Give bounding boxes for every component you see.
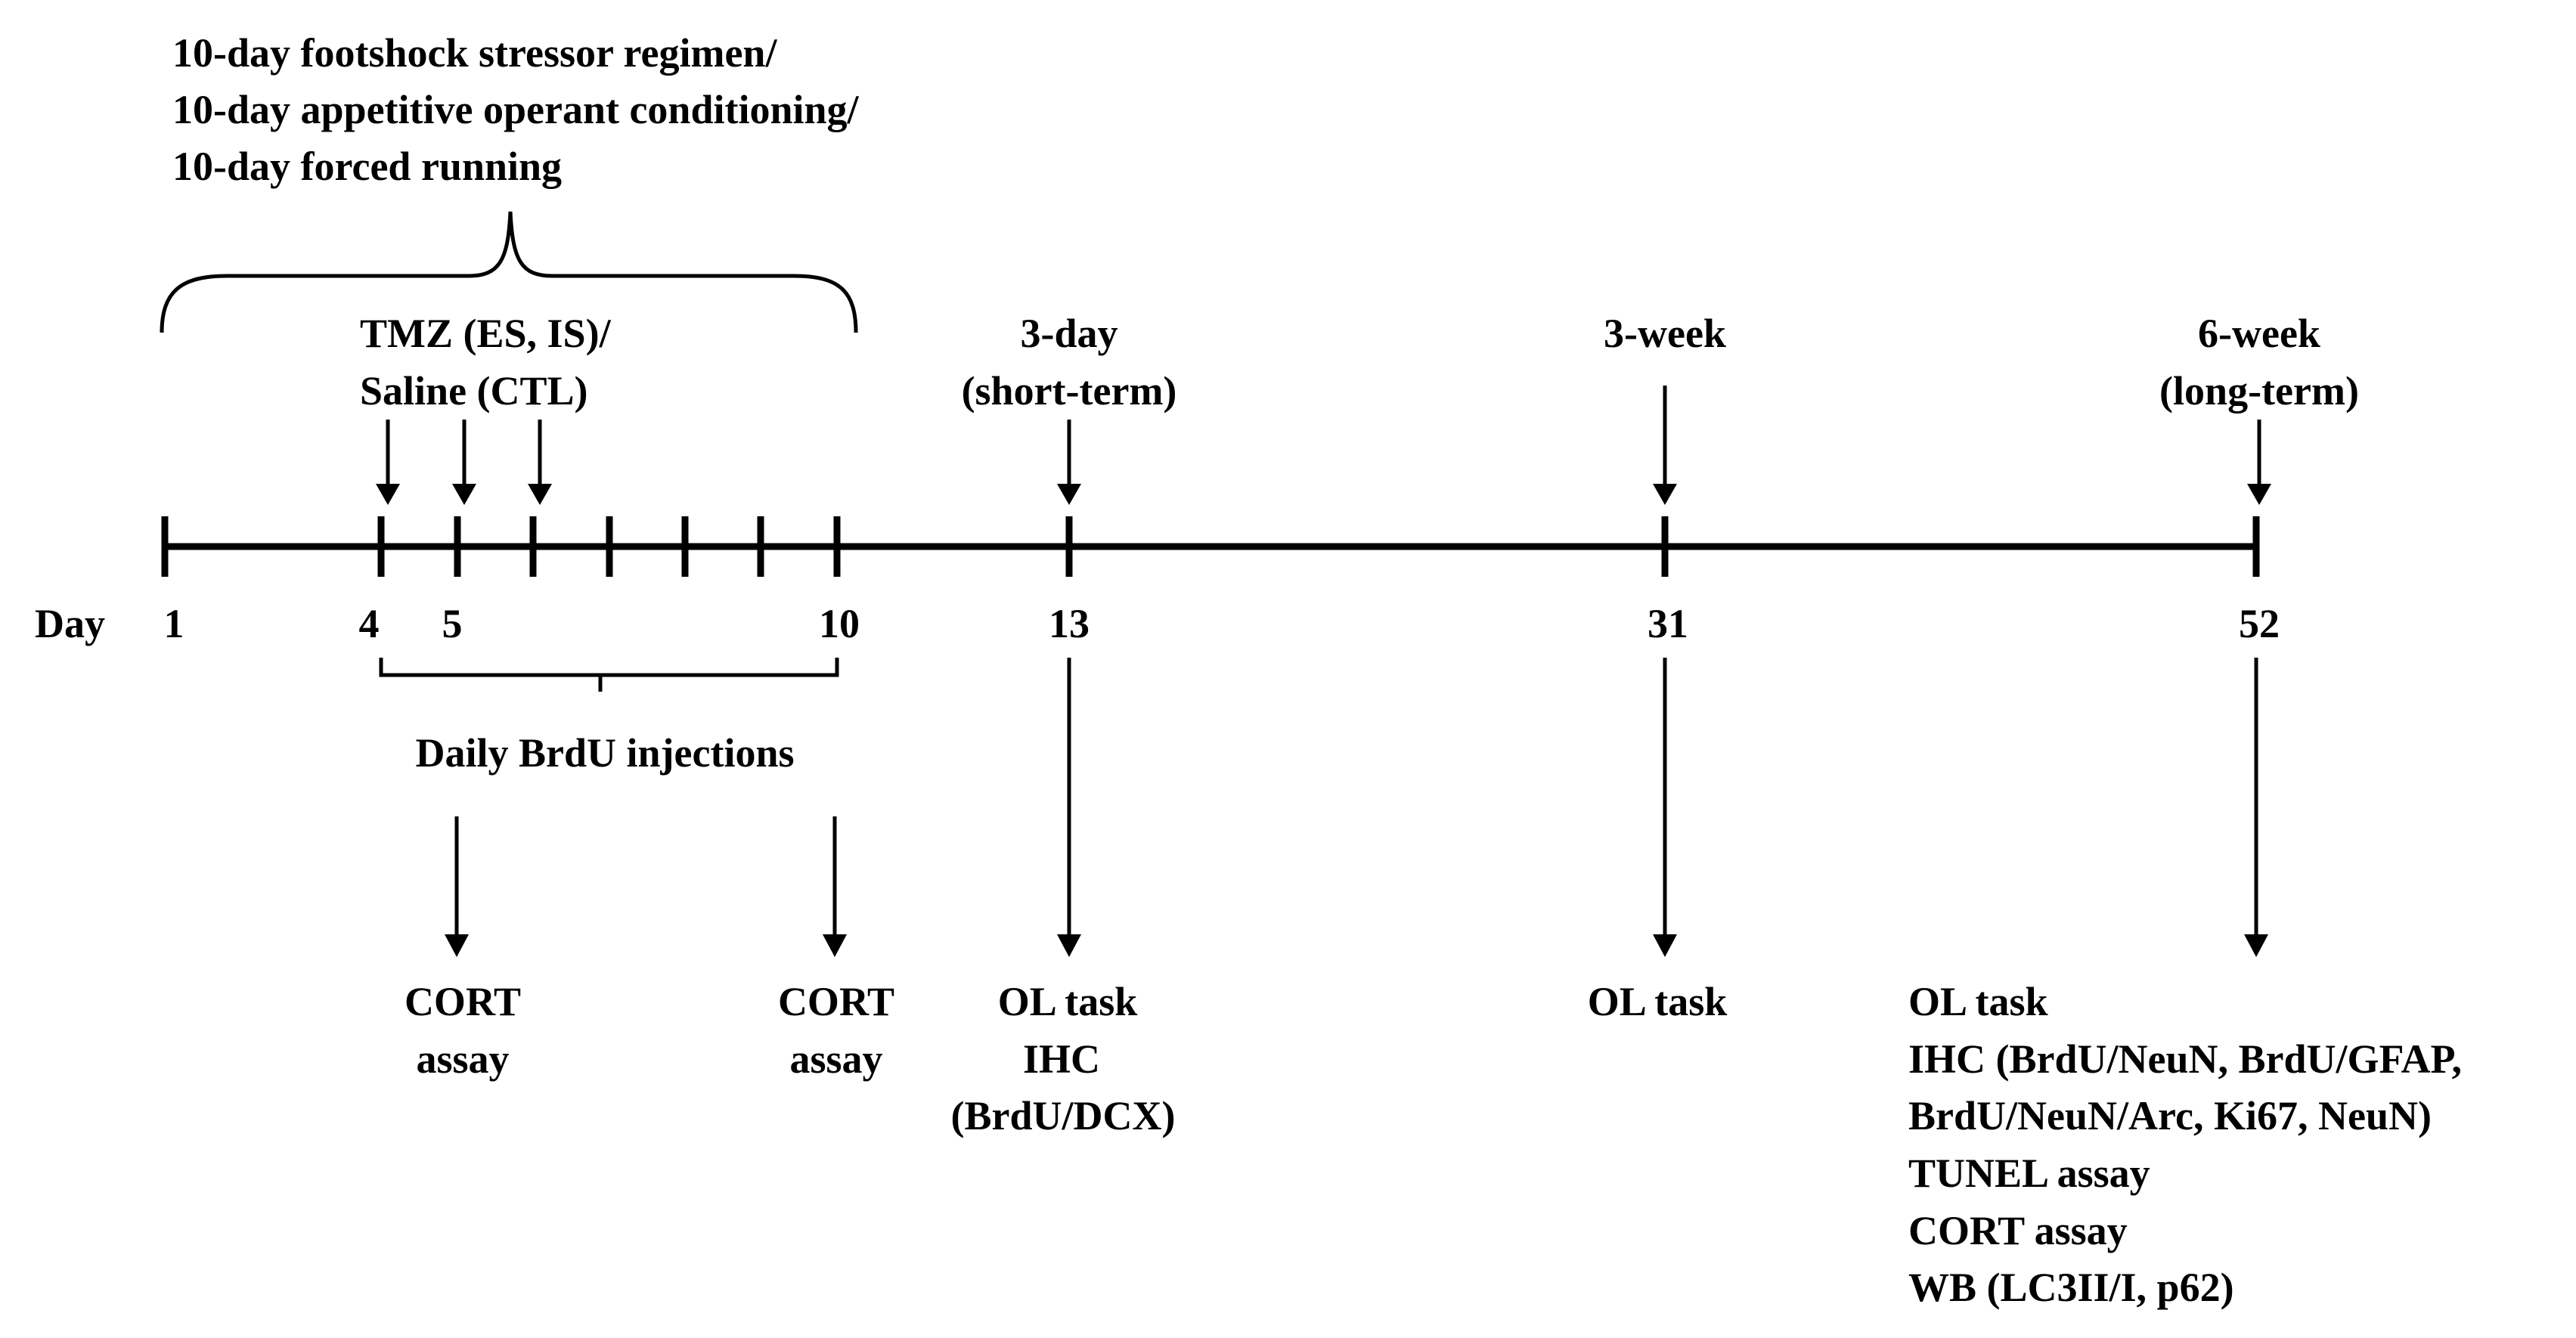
day-label-4: 4: [359, 601, 380, 646]
outcome-arrows: [445, 658, 2268, 957]
timepoint-long-arrowhead: [2247, 484, 2271, 505]
regimen-label-line-2: 10-day appetitive operant conditioning/: [172, 87, 860, 132]
outcome-day-52-line-3: BrdU/NeuN/Arc, Ki67, NeuN): [1908, 1093, 2432, 1138]
axis-label-day: Day: [35, 601, 105, 646]
timepoint-short-term: 3-day (short-term): [962, 311, 1177, 505]
timepoint-long-line-2: (long-term): [2159, 368, 2359, 413]
injection-arrowhead-day-5: [452, 484, 476, 505]
outcome-day-52-line-1: OL task: [1908, 979, 2048, 1024]
brdu-bracket: [379, 658, 839, 692]
timepoint-3-week: 3-week: [1604, 311, 1726, 505]
outcome-day-52: OL task IHC (BrdU/NeuN, BrdU/GFAP, BrdU/…: [1908, 979, 2462, 1310]
injection-arrowhead-day-6: [528, 484, 552, 505]
outcome-day-13-line-1: OL task: [998, 979, 1138, 1024]
outcome-day-31-line-1: OL task: [1588, 979, 1728, 1024]
day-labels: Day 1 4 5 10 13 31 52: [35, 601, 2280, 646]
timepoint-3week-line-1: 3-week: [1604, 311, 1726, 356]
outcome-arrowhead-cort-2: [823, 934, 847, 957]
timepoint-short-line-1: 3-day: [1020, 311, 1118, 356]
regimen-label: 10-day footshock stressor regimen/ 10-da…: [172, 30, 860, 189]
timeline-axis: [161, 516, 2260, 577]
outcome-cort-1-line-1: CORT: [405, 979, 521, 1024]
outcome-cort-2-line-2: assay: [789, 1036, 882, 1082]
outcome-day-52-line-4: TUNEL assay: [1908, 1151, 2150, 1196]
outcome-day-52-line-5: CORT assay: [1908, 1208, 2128, 1253]
timepoint-3week-arrowhead: [1653, 484, 1677, 505]
timepoint-long-line-1: 6-week: [2198, 311, 2320, 356]
tmz-label-line-2: Saline (CTL): [360, 368, 588, 413]
outcome-day-52-line-6: WB (LC3II/I, p62): [1908, 1265, 2234, 1310]
outcome-day-13: OL task IHC (BrdU/DCX): [951, 979, 1176, 1138]
day-label-10: 10: [819, 601, 860, 646]
outcome-day-52-line-2: IHC (BrdU/NeuN, BrdU/GFAP,: [1908, 1036, 2462, 1082]
regimen-label-line-1: 10-day footshock stressor regimen/: [172, 30, 777, 76]
tmz-label-line-1: TMZ (ES, IS)/: [360, 311, 612, 356]
outcome-arrowhead-cort-1: [445, 934, 469, 957]
outcome-arrowhead-day-52: [2244, 934, 2268, 957]
injection-arrows: [376, 420, 552, 505]
outcome-arrowhead-day-13: [1057, 934, 1081, 957]
regimen-label-line-3: 10-day forced running: [172, 144, 562, 189]
outcome-cort-1: CORT assay: [405, 979, 521, 1082]
regimen-brace: [160, 211, 858, 333]
day-label-5: 5: [442, 601, 463, 646]
day-label-52: 52: [2239, 601, 2280, 646]
outcome-cort-2-line-1: CORT: [778, 979, 894, 1024]
day-label-1: 1: [164, 601, 184, 646]
timepoint-short-line-2: (short-term): [962, 368, 1177, 413]
outcome-cort-1-line-2: assay: [416, 1036, 509, 1082]
outcome-day-13-line-3: (BrdU/DCX): [951, 1093, 1176, 1138]
day-label-31: 31: [1648, 601, 1688, 646]
timepoint-long-term: 6-week (long-term): [2159, 311, 2359, 505]
brdu-label: Daily BrdU injections: [415, 730, 794, 776]
tmz-saline-label: TMZ (ES, IS)/ Saline (CTL): [360, 311, 612, 413]
day-label-13: 13: [1049, 601, 1090, 646]
outcome-day-13-line-2: IHC: [1023, 1036, 1100, 1082]
outcome-arrowhead-day-31: [1653, 934, 1677, 957]
outcome-cort-2: CORT assay: [778, 979, 894, 1082]
timepoint-short-arrowhead: [1057, 484, 1081, 505]
outcome-day-31: OL task: [1588, 979, 1728, 1024]
injection-arrowhead-day-4: [376, 484, 400, 505]
